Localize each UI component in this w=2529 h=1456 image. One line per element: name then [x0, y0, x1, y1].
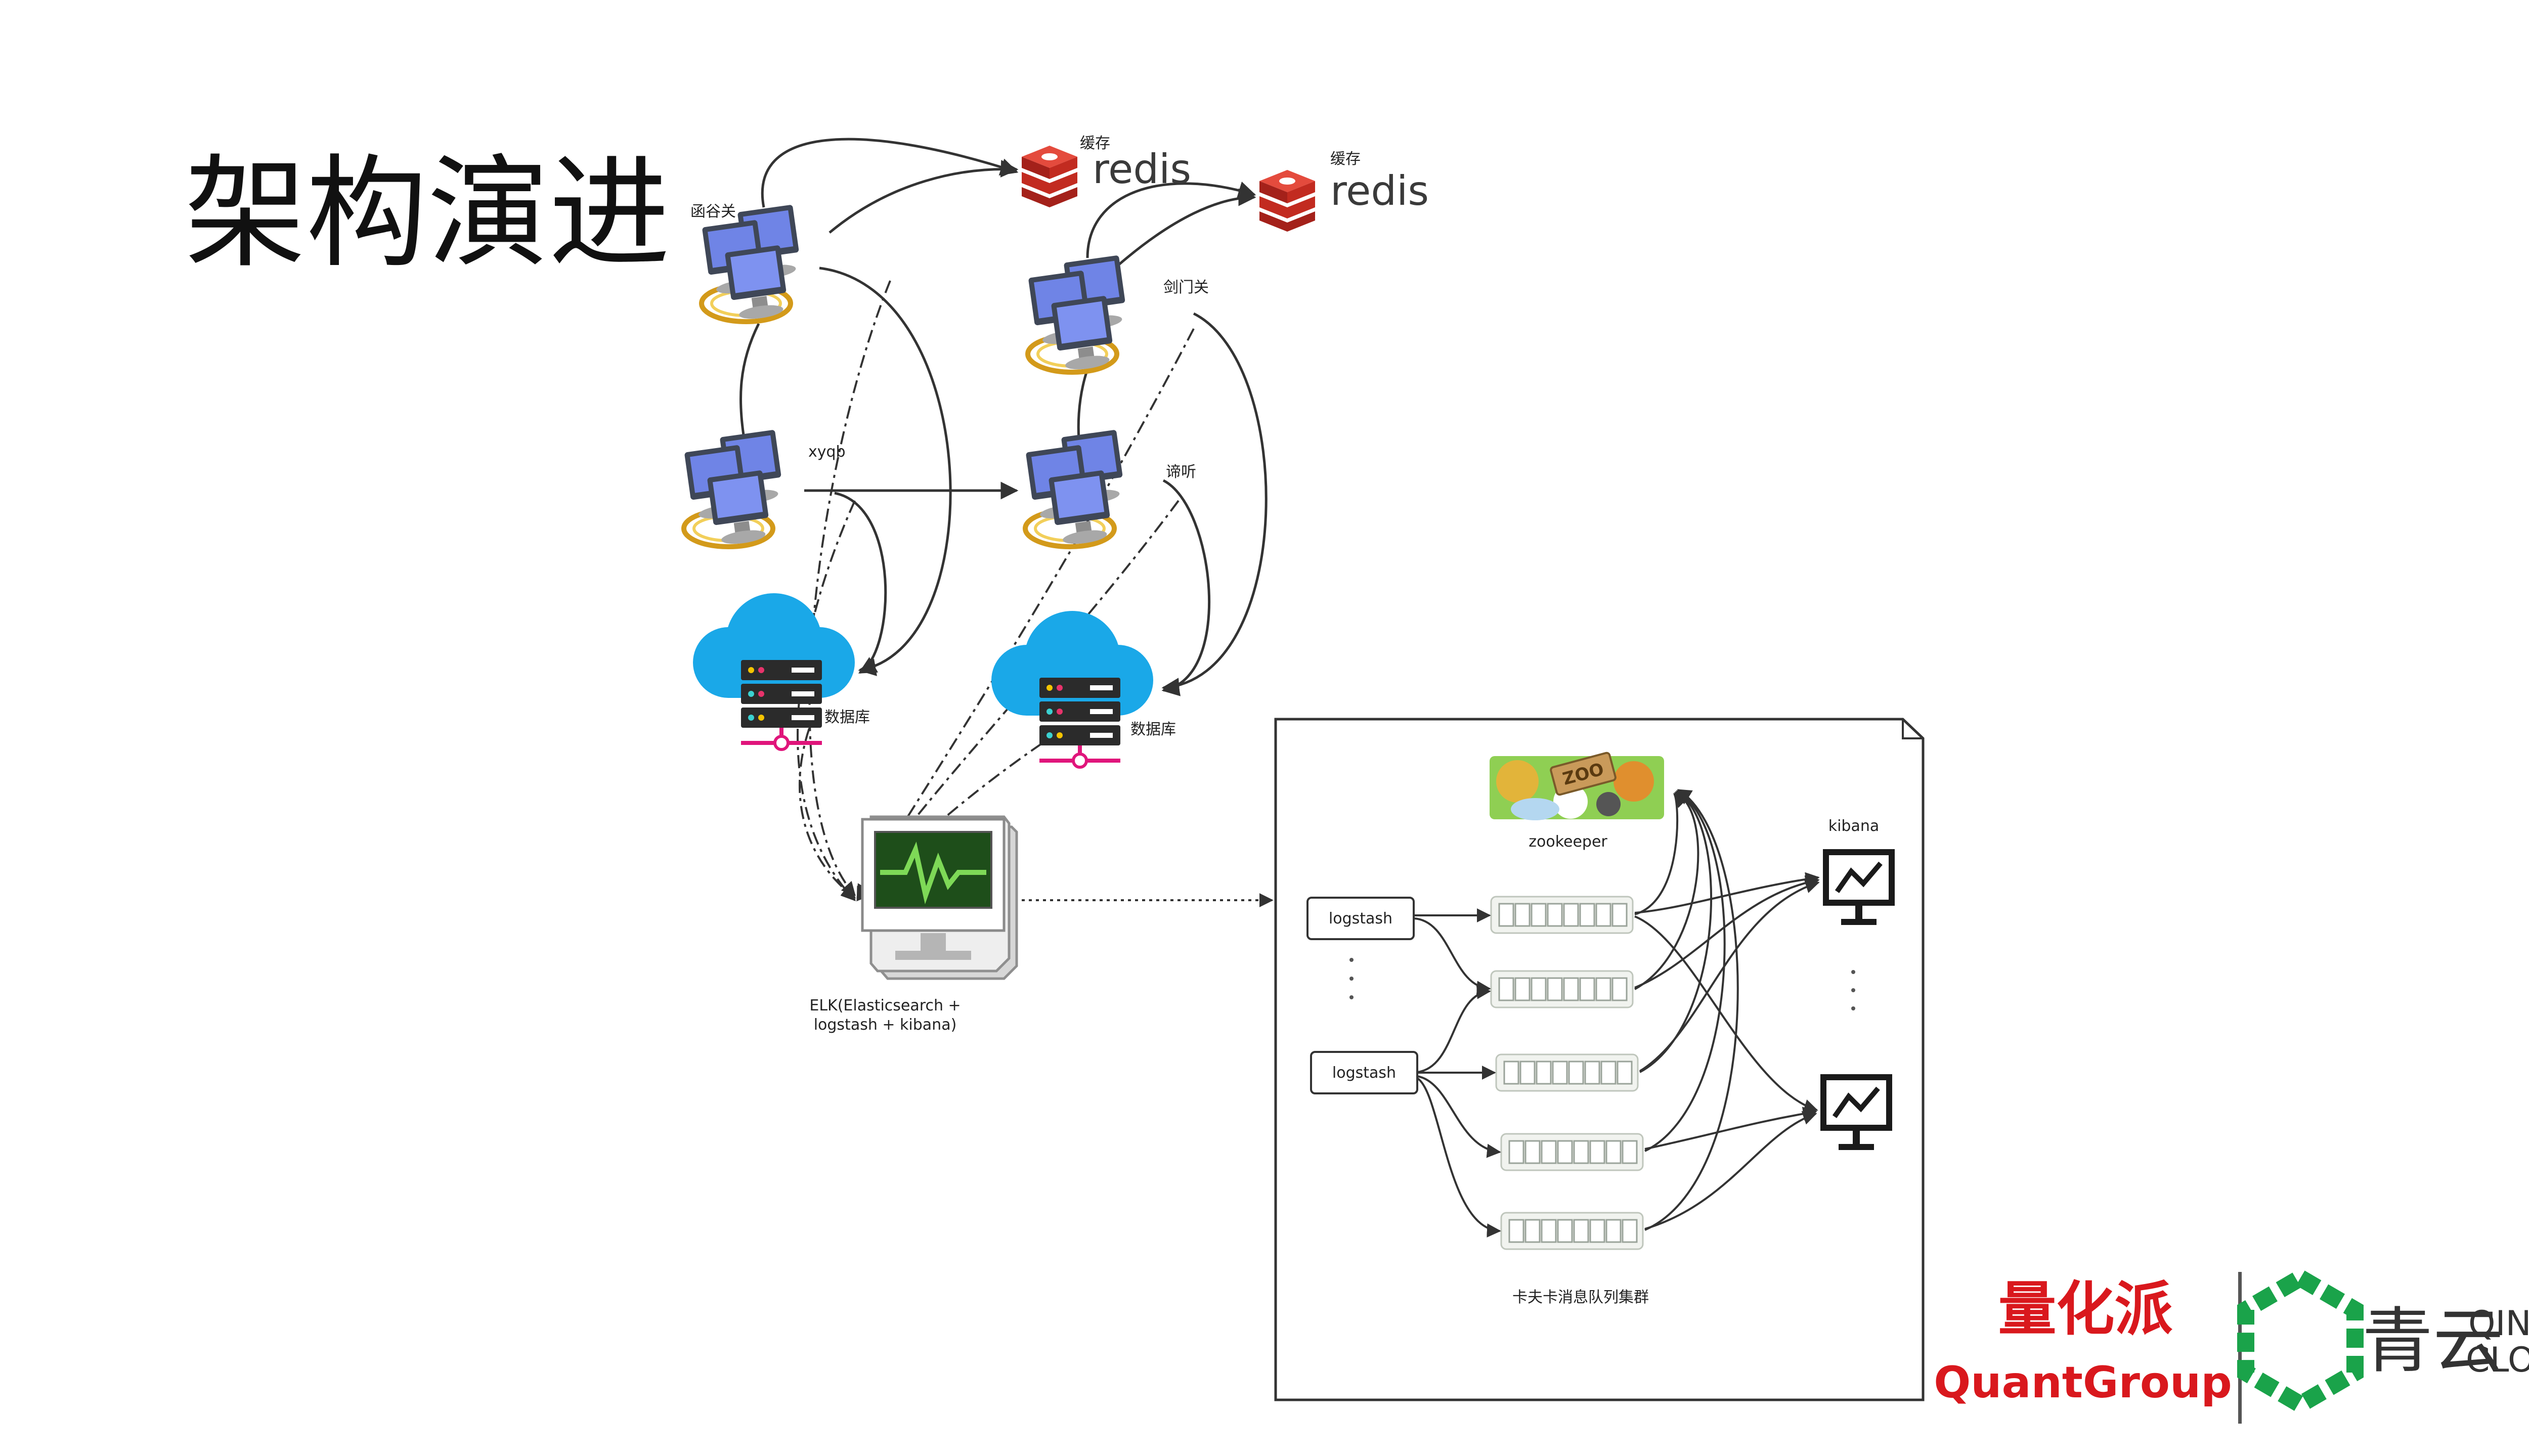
qingcloud-logo-en-line1: QING [2468, 1304, 2529, 1344]
edge-db1-elk [799, 728, 856, 899]
node-diting: 谛听 [1025, 429, 1196, 547]
zookeeper-icon: ZOO [1490, 752, 1664, 820]
edge-hangu-elk [808, 280, 891, 897]
redis-cache-2: 缓存 redis [1259, 150, 1429, 232]
cloud-database-icon [991, 611, 1153, 767]
edge-jianmen-db2 [1161, 312, 1268, 695]
node-hanguguan: 函谷关 [690, 203, 802, 322]
redis-wordmark: redis [1093, 146, 1191, 193]
kibana-label: kibana [1828, 817, 1880, 835]
elk-label-line1: ELK(Elasticsearch + [809, 997, 961, 1014]
zookeeper-label: zookeeper [1529, 833, 1607, 851]
node-xyqb: xyqb [684, 429, 846, 547]
connectors-dashed [797, 280, 1195, 902]
edge-hangu-xyqb [739, 323, 760, 435]
node-label: 谛听 [1166, 463, 1196, 481]
edge-hangu-redis1 [829, 160, 1019, 234]
edge-jianmen-elk [856, 328, 1195, 899]
kafka-panel: ZOO zookeeper logstash logstash [1274, 718, 1925, 1401]
node-jianmenguan: 剑门关 [1028, 255, 1209, 372]
edge-jianmen-redis2-top [1086, 182, 1256, 258]
monitor-icon [861, 815, 1018, 980]
logstash-label: logstash [1332, 1064, 1396, 1082]
queue-partition-5 [1500, 1212, 1644, 1250]
page-title: 架构演进 [185, 143, 670, 284]
queue-partition-3 [1495, 1053, 1639, 1092]
quantgroup-logo-en: QuantGroup [1934, 1357, 2232, 1408]
server-group-icon [1028, 255, 1128, 372]
server-group-icon [1025, 429, 1126, 547]
node-label: 数据库 [1130, 721, 1176, 738]
node-label: xyqb [808, 443, 846, 461]
edge-hangu-redis1-top [761, 138, 1019, 208]
ellipsis-dots-left [1349, 958, 1354, 999]
edge-diting-elk [856, 500, 1180, 902]
redis-icon [1022, 146, 1077, 207]
ellipsis-dots-right [1851, 970, 1855, 1010]
elk-label-line2: logstash + kibana) [814, 1016, 957, 1034]
qingcloud-logo-en-line2: CLOUD [2466, 1340, 2529, 1380]
logstash-box-1: logstash [1306, 897, 1415, 940]
redis-caption: 缓存 [1330, 150, 1361, 168]
edge-jianmen-redis2 [1117, 188, 1256, 267]
edge-xyqb-db1 [834, 492, 887, 674]
node-label: 函谷关 [690, 203, 736, 220]
redis-wordmark: redis [1330, 167, 1429, 214]
edge-hangu-db1 [819, 267, 952, 676]
server-group-icon [684, 429, 784, 547]
queue-partition-1 [1490, 896, 1634, 934]
qingcloud-logo: 青云 QING CLOUD [2237, 1268, 2529, 1415]
quantgroup-logo-cn: 量化派 [1998, 1275, 2172, 1343]
logstash-box-2: logstash [1310, 1051, 1418, 1094]
elk-node: ELK(Elasticsearch + logstash + kibana) [809, 815, 1018, 1034]
connectors-solid [739, 138, 1268, 696]
queue-partition-4 [1500, 1133, 1644, 1171]
redis-caption: 缓存 [1080, 135, 1110, 152]
database-2: 数据库 [991, 611, 1176, 767]
node-label: 剑门关 [1163, 279, 1209, 296]
redis-cache-1: 缓存 redis [1022, 135, 1191, 207]
quantgroup-logo: 量化派 QuantGroup [1934, 1275, 2232, 1408]
node-label: 数据库 [824, 709, 870, 726]
qingcloud-hexagon-icon [2237, 1268, 2364, 1415]
kafka-cluster-caption: 卡夫卡消息队列集群 [1512, 1289, 1649, 1306]
redis-icon [1259, 170, 1315, 232]
edge-diting-db2 [1161, 479, 1210, 696]
queue-partition-2 [1490, 970, 1634, 1008]
server-group-icon [702, 204, 802, 322]
qingcloud-logo-cn: 青云 [2362, 1300, 2504, 1383]
database-1: 数据库 [693, 593, 870, 749]
logstash-label: logstash [1329, 910, 1392, 928]
kafka-connectors [1413, 789, 1820, 1238]
